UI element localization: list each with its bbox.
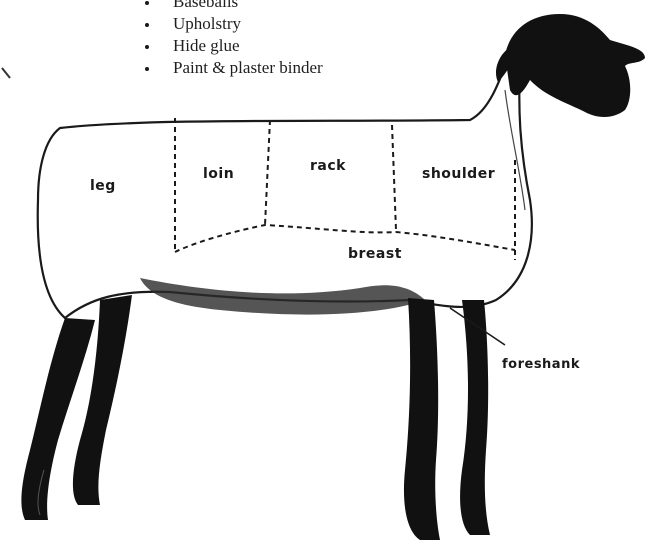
breast-label: breast [348,246,402,262]
loin-label: loin [203,166,234,182]
front-leg-right [460,300,490,535]
leg-label: leg [90,178,116,194]
rack-label: rack [310,158,346,174]
stray-mark [2,68,10,78]
foreshank-label: foreshank [502,357,580,372]
shoulder-label: shoulder [422,166,495,182]
lamb-head [505,14,645,117]
front-leg-left [404,298,440,540]
